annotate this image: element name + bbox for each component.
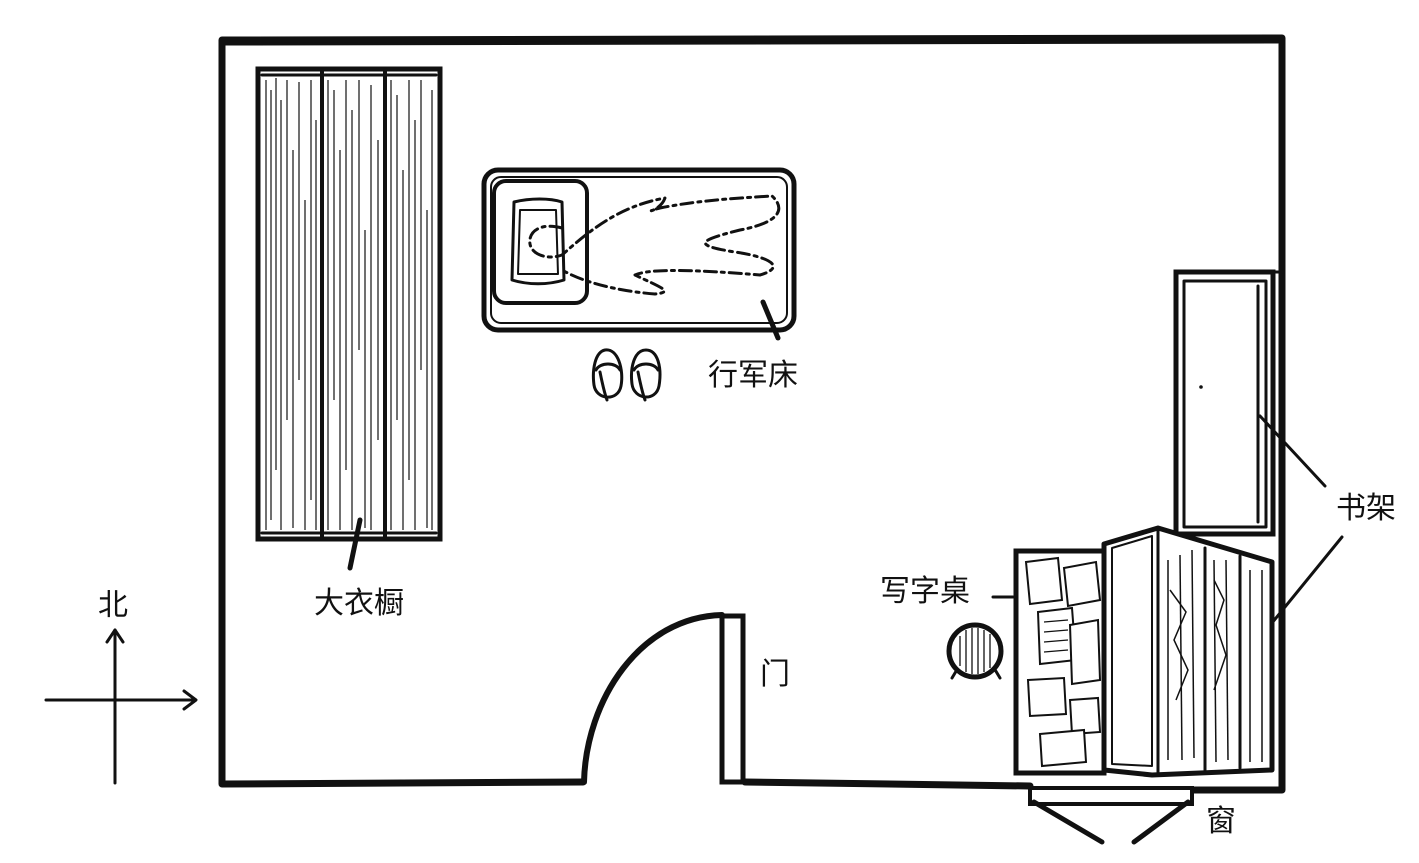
bookshelf-label: 书架 bbox=[1336, 491, 1396, 526]
bookshelf bbox=[1173, 269, 1344, 652]
slippers bbox=[591, 348, 662, 402]
door bbox=[581, 612, 746, 785]
round-stool bbox=[946, 622, 1004, 680]
room-walls bbox=[218, 34, 1286, 794]
window bbox=[1028, 786, 1194, 845]
camp-bed bbox=[481, 167, 797, 341]
camp-bed-label: 行军床 bbox=[708, 358, 798, 393]
wardrobe bbox=[255, 66, 443, 571]
north-label: 北 bbox=[98, 588, 128, 623]
bookshelf-open bbox=[1101, 525, 1275, 778]
door-label: 门 bbox=[760, 657, 790, 692]
compass bbox=[44, 628, 198, 785]
window-label: 窗 bbox=[1206, 804, 1236, 839]
writing-desk bbox=[991, 548, 1107, 776]
wardrobe-label: 大衣橱 bbox=[314, 586, 404, 621]
desk-label: 写字桌 bbox=[880, 574, 970, 609]
